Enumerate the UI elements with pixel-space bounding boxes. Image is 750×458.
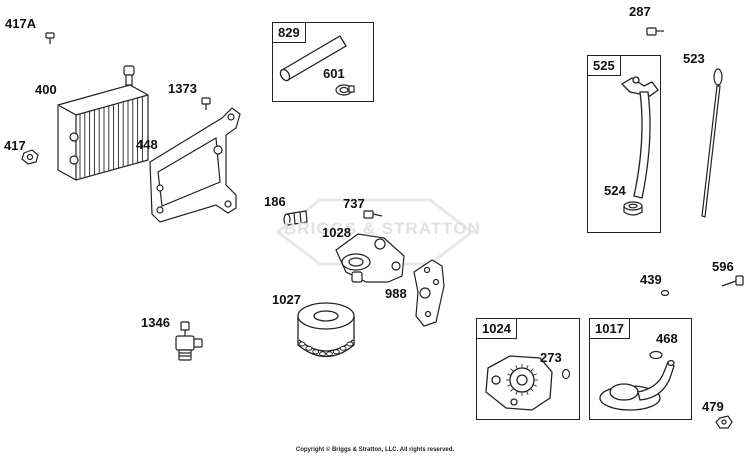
o-ring-468-icon <box>649 350 663 360</box>
box-525-header: 525 <box>588 56 621 76</box>
filter-rib <box>325 351 333 357</box>
gear-tooth <box>510 368 514 372</box>
watermark-emblem <box>275 198 475 266</box>
label-988: 988 <box>385 286 407 301</box>
filter-rib <box>319 351 327 357</box>
gear-tooth <box>530 368 534 372</box>
bracket-448-icon <box>149 107 241 223</box>
label-1346: 1346 <box>141 315 170 330</box>
gear-tooth <box>526 390 529 395</box>
label-479: 479 <box>702 399 724 414</box>
gear-tooth <box>510 388 514 392</box>
o-ring-439-icon <box>660 289 670 297</box>
label-523: 523 <box>683 51 705 66</box>
screw-417a-icon <box>45 32 55 44</box>
label-596: 596 <box>712 259 734 274</box>
screw-417-icon <box>21 149 39 165</box>
screw-287-icon <box>646 27 664 36</box>
filter-rib <box>305 345 313 351</box>
label-448: 448 <box>136 137 158 152</box>
valve-1346-icon <box>175 321 203 361</box>
filter-rib <box>298 341 306 347</box>
filter-adapter-1028-icon <box>335 233 405 283</box>
filter-rib <box>339 345 347 351</box>
oil-pickup-1017-icon <box>599 359 675 411</box>
label-524: 524 <box>604 183 626 198</box>
o-ring-273-icon <box>561 368 571 380</box>
gear-tooth <box>507 373 512 376</box>
label-601: 601 <box>323 66 345 81</box>
fitting-186-icon <box>283 210 308 226</box>
dipstick-523-icon <box>701 68 723 218</box>
box-1017-header: 1017 <box>590 319 630 339</box>
gasket-988-icon <box>413 259 445 327</box>
gear-tooth <box>532 384 537 387</box>
oil-filter-1027-icon <box>297 302 355 358</box>
oil-cooler-400-icon <box>57 84 149 181</box>
gear-tooth <box>515 365 518 370</box>
box-1024: 1024 <box>476 318 580 420</box>
screw-737-icon <box>363 210 383 219</box>
gear-tooth <box>530 388 534 392</box>
copyright-notice: Copyright © Briggs & Stratton, LLC. All … <box>295 447 455 453</box>
oil-pump-1024-icon <box>485 355 553 411</box>
label-1028: 1028 <box>322 225 351 240</box>
box-525: 525 <box>587 55 661 233</box>
box-1024-header: 1024 <box>477 319 517 339</box>
label-273: 273 <box>540 350 562 365</box>
gear-tooth <box>515 390 518 395</box>
box-829-header: 829 <box>273 23 306 43</box>
oil-cooler-fittings <box>69 65 135 165</box>
gear-tooth <box>526 365 529 370</box>
label-287: 287 <box>629 4 651 19</box>
clamp-601-icon <box>335 84 355 96</box>
label-1373: 1373 <box>168 81 197 96</box>
dipstick-tube-525-icon <box>620 76 659 199</box>
oil-filter-ribs <box>298 341 354 357</box>
label-400: 400 <box>35 82 57 97</box>
watermark-text: BRIGGS & STRATTON <box>284 219 481 238</box>
oil-cooler-fins <box>79 97 143 178</box>
label-417a: 417A <box>5 16 37 31</box>
filter-rib <box>346 341 354 347</box>
screw-479-icon <box>715 415 733 429</box>
label-1027: 1027 <box>272 292 301 307</box>
screw-1373-icon <box>201 97 211 110</box>
filter-rib <box>312 349 320 355</box>
screw-596-icon <box>721 275 744 287</box>
label-737: 737 <box>343 196 365 211</box>
label-468: 468 <box>656 331 678 346</box>
oil-pump-gear-teeth <box>506 364 538 396</box>
box-829: 829 <box>272 22 374 102</box>
gear-tooth <box>532 373 537 376</box>
label-417: 417 <box>4 138 26 153</box>
gear-tooth <box>507 384 512 387</box>
box-1017: 1017 <box>589 318 692 420</box>
hose-829-icon <box>279 35 347 82</box>
filter-rib <box>332 349 340 355</box>
label-439: 439 <box>640 272 662 287</box>
grommet-524-icon <box>623 201 643 216</box>
label-186: 186 <box>264 194 286 209</box>
